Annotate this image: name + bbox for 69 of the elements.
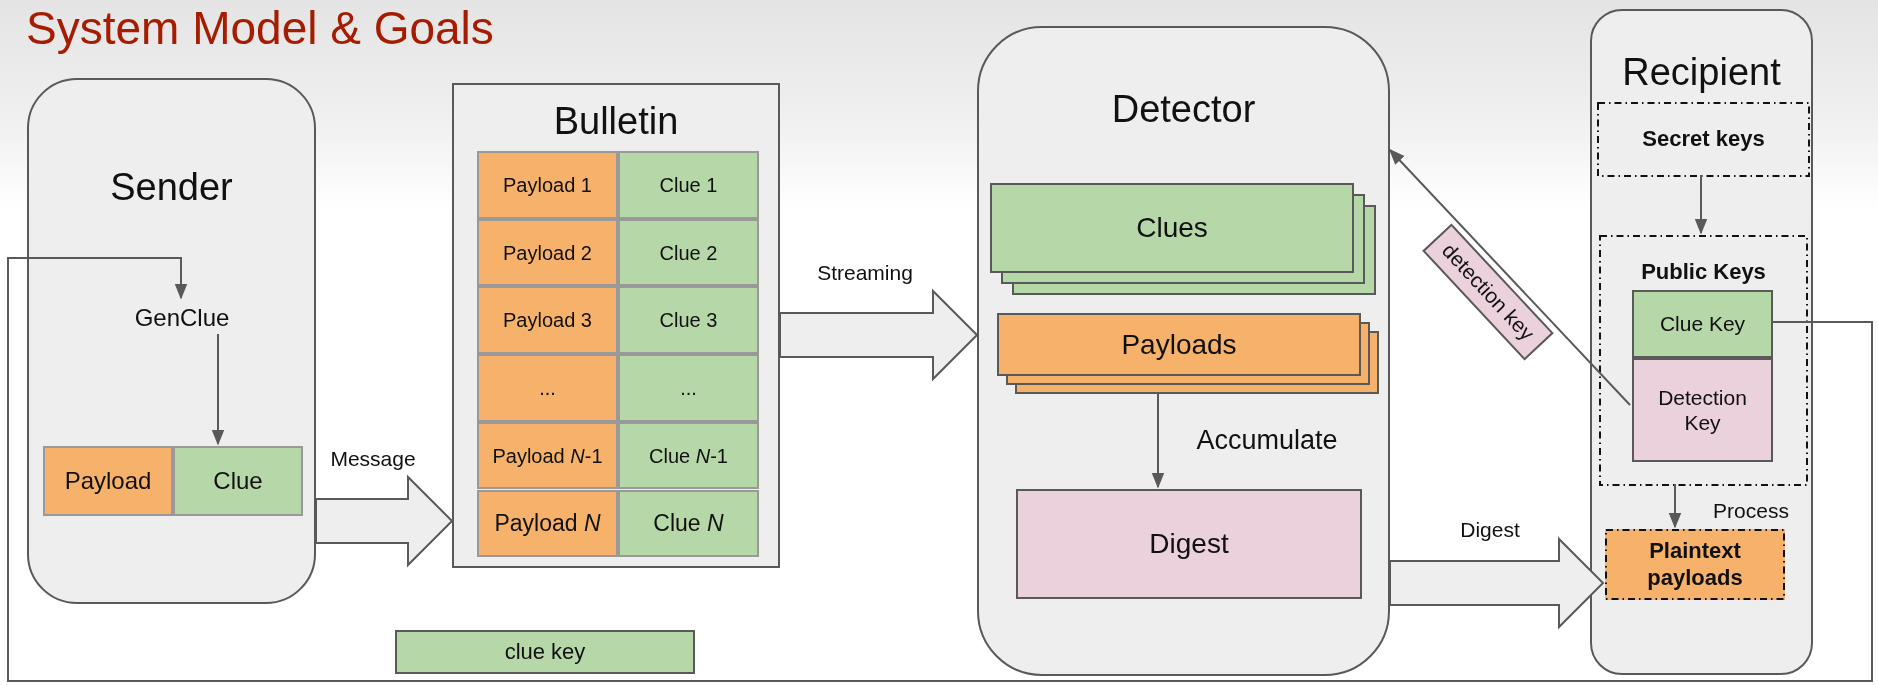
node-text: Payload — [64, 466, 152, 496]
table-cell — [618, 489, 759, 558]
node-text: ... — [680, 375, 697, 400]
node-text: Payload 3 — [503, 308, 592, 333]
key-group-box — [1597, 102, 1810, 177]
node-text: Clue 1 — [659, 172, 718, 197]
node-text: Plaintext payloads — [1646, 538, 1744, 591]
arrow — [1151, 391, 1165, 489]
key-group-box — [1599, 235, 1808, 486]
block-arrow — [315, 474, 454, 568]
node-text: Clue N — [653, 509, 724, 538]
bulletin-panel — [452, 83, 780, 568]
node-text: GenClue — [134, 303, 230, 333]
arrow — [7, 257, 1873, 682]
node-text: Payloads — [1121, 327, 1237, 362]
node-text: Clue Key — [1659, 311, 1746, 337]
node-text: Detection Key — [1657, 384, 1748, 436]
payload-stack — [997, 313, 1379, 394]
panel-title: Detector — [1110, 87, 1257, 132]
sender-panel — [27, 78, 316, 604]
panel-title: Recipient — [1621, 50, 1782, 95]
recipient-panel — [1590, 9, 1813, 675]
block-arrow — [1389, 536, 1605, 630]
digest-box — [1016, 489, 1362, 599]
block-arrow — [779, 288, 979, 382]
node-text: Payload N — [494, 509, 601, 538]
panel-title: Bulletin — [552, 99, 680, 144]
edge-label: Accumulate — [1196, 423, 1338, 457]
edge-label: Digest — [1460, 517, 1520, 543]
table-cell — [477, 354, 618, 422]
edge-label: Message — [330, 446, 416, 472]
edge-label: Streaming — [817, 260, 913, 286]
payload-block — [43, 446, 173, 516]
arrow — [211, 333, 225, 446]
table-cell — [618, 421, 759, 490]
key-box — [1632, 358, 1773, 462]
detector-panel — [977, 26, 1390, 676]
table-cell — [477, 151, 618, 219]
table-cell — [618, 286, 759, 355]
node-text: Clue N-1 — [649, 443, 728, 468]
edge-tag: clue key — [395, 630, 695, 674]
key-box — [1632, 290, 1773, 358]
edge-label: Process — [1713, 498, 1789, 524]
node-text: Digest — [1149, 527, 1229, 561]
table-cell — [477, 218, 618, 287]
node-text: Secret keys — [1642, 126, 1765, 153]
panel-title: Sender — [109, 165, 234, 210]
node-text: Clue 3 — [659, 308, 718, 333]
table-cell — [618, 354, 759, 422]
arrow — [1694, 174, 1708, 235]
arrow — [1388, 148, 1631, 406]
node-text: Clue — [213, 466, 263, 496]
table-cell — [477, 286, 618, 355]
table-cell — [477, 421, 618, 490]
panel-title: Public Keys — [1640, 259, 1767, 286]
node-text: Payload 1 — [503, 172, 592, 197]
table-cell — [618, 218, 759, 287]
table-cell — [477, 489, 618, 558]
node-text: Payload 2 — [503, 240, 592, 265]
output-box — [1605, 529, 1785, 600]
slide-title: System Model & Goals — [26, 1, 494, 56]
node-text: Clues — [1136, 211, 1208, 245]
clue-block — [173, 446, 303, 516]
table-cell — [618, 151, 759, 219]
arrow — [1668, 483, 1682, 529]
node-text: Payload N-1 — [492, 443, 603, 468]
node-text: Clue 2 — [659, 240, 718, 265]
node-text: ... — [539, 375, 556, 400]
clue-stack — [990, 183, 1376, 295]
